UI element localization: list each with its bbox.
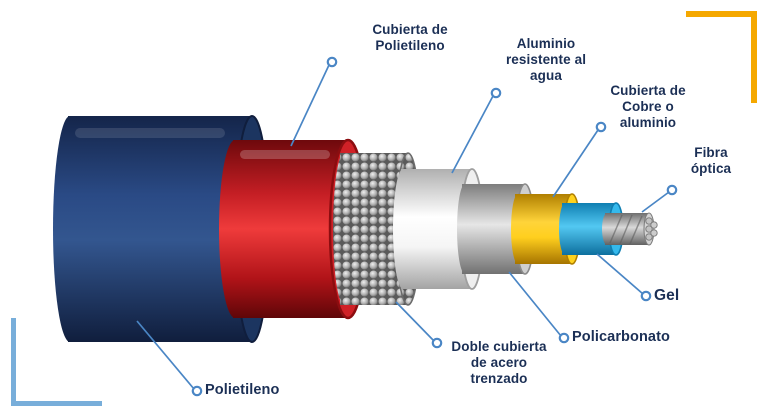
label-doble-cubierta: Doble cubierta de acero trenzado: [451, 339, 547, 386]
label-polietileno: Polietileno: [205, 382, 280, 398]
corner-bracket-orange: [686, 11, 757, 103]
leader-fibra-optica: [641, 191, 670, 213]
label-cubierta-cobre: Cubierta de Cobre o aluminio: [610, 83, 686, 130]
leader-lines: [136, 64, 670, 390]
leader-aluminio: [451, 95, 494, 174]
dot-aluminio: [490, 87, 502, 99]
optical-fiber: [602, 212, 658, 246]
label-gel: Gel: [654, 287, 680, 304]
label-cubierta-polietileno: Cubierta de Polietileno: [372, 22, 448, 53]
label-aluminio: Aluminio resistente al agua: [505, 36, 587, 83]
leader-polietileno: [136, 320, 195, 390]
label-policarbonato: Policarbonato: [572, 329, 670, 345]
dot-cubierta-cobre: [595, 121, 607, 133]
leader-policarbonato: [508, 271, 562, 337]
dot-gel: [640, 290, 652, 302]
dot-doble-cubierta: [431, 337, 443, 349]
dot-fibra-optica: [666, 184, 678, 196]
corner-bracket-blue: [11, 318, 102, 406]
label-fibra-optica: Fibra óptica: [690, 145, 732, 176]
leader-cubierta-cobre: [552, 129, 599, 198]
dot-cubierta-polietileno: [326, 56, 338, 68]
leader-cubierta-polietileno: [290, 64, 330, 147]
dot-polietileno: [191, 385, 203, 397]
leader-gel: [596, 253, 644, 295]
leader-doble-cubierta: [395, 301, 435, 342]
dot-policarbonato: [558, 332, 570, 344]
anchor-dots: [191, 56, 678, 397]
